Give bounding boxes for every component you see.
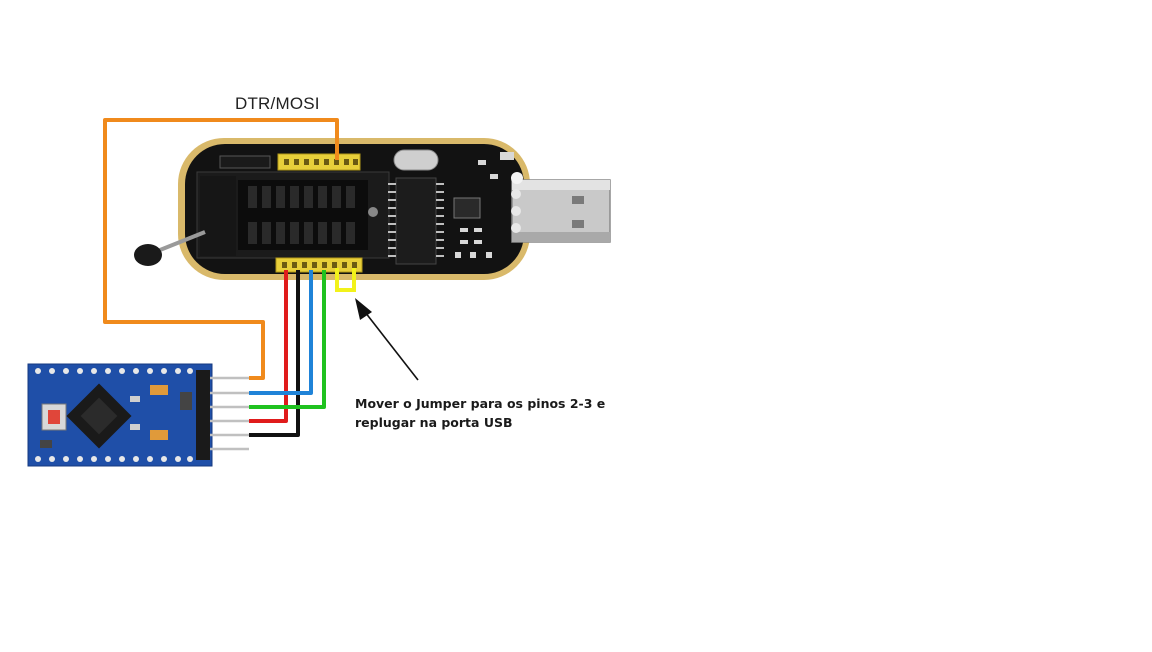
arrow-up-left-icon bbox=[355, 298, 419, 381]
capacitor-top bbox=[150, 385, 168, 395]
arduino-pro-mini bbox=[27, 363, 249, 467]
jumper-highlight bbox=[335, 268, 356, 292]
zif-lever bbox=[134, 230, 206, 266]
zif-socket bbox=[196, 171, 390, 259]
top-pin-header bbox=[219, 153, 361, 171]
crystal bbox=[393, 149, 439, 171]
vcc-wire bbox=[249, 270, 288, 423]
bottom-pin-header bbox=[275, 257, 363, 273]
note-line-2: replugar na porta USB bbox=[355, 415, 513, 430]
jumper-instruction-note: Mover o Jumper para os pinos 2-3 e replu… bbox=[355, 394, 605, 432]
regulator-small bbox=[180, 392, 192, 410]
gnd-wire bbox=[249, 270, 300, 437]
usb-connector bbox=[511, 172, 611, 243]
regulator bbox=[453, 197, 481, 219]
reset-button bbox=[41, 403, 67, 431]
dtr-wire bbox=[103, 118, 339, 380]
arduino-side-header bbox=[196, 370, 249, 460]
capacitor-bottom bbox=[150, 430, 168, 440]
ch341a-programmer bbox=[134, 138, 611, 280]
note-line-1: Mover o Jumper para os pinos 2-3 e bbox=[355, 396, 606, 411]
ch341-chip bbox=[388, 177, 444, 265]
wires bbox=[103, 118, 339, 437]
dtr-mosi-label: DTR/MOSI bbox=[235, 94, 320, 113]
atmega-chip bbox=[66, 383, 132, 449]
rx-wire bbox=[249, 270, 326, 409]
tx-wire bbox=[249, 270, 313, 395]
